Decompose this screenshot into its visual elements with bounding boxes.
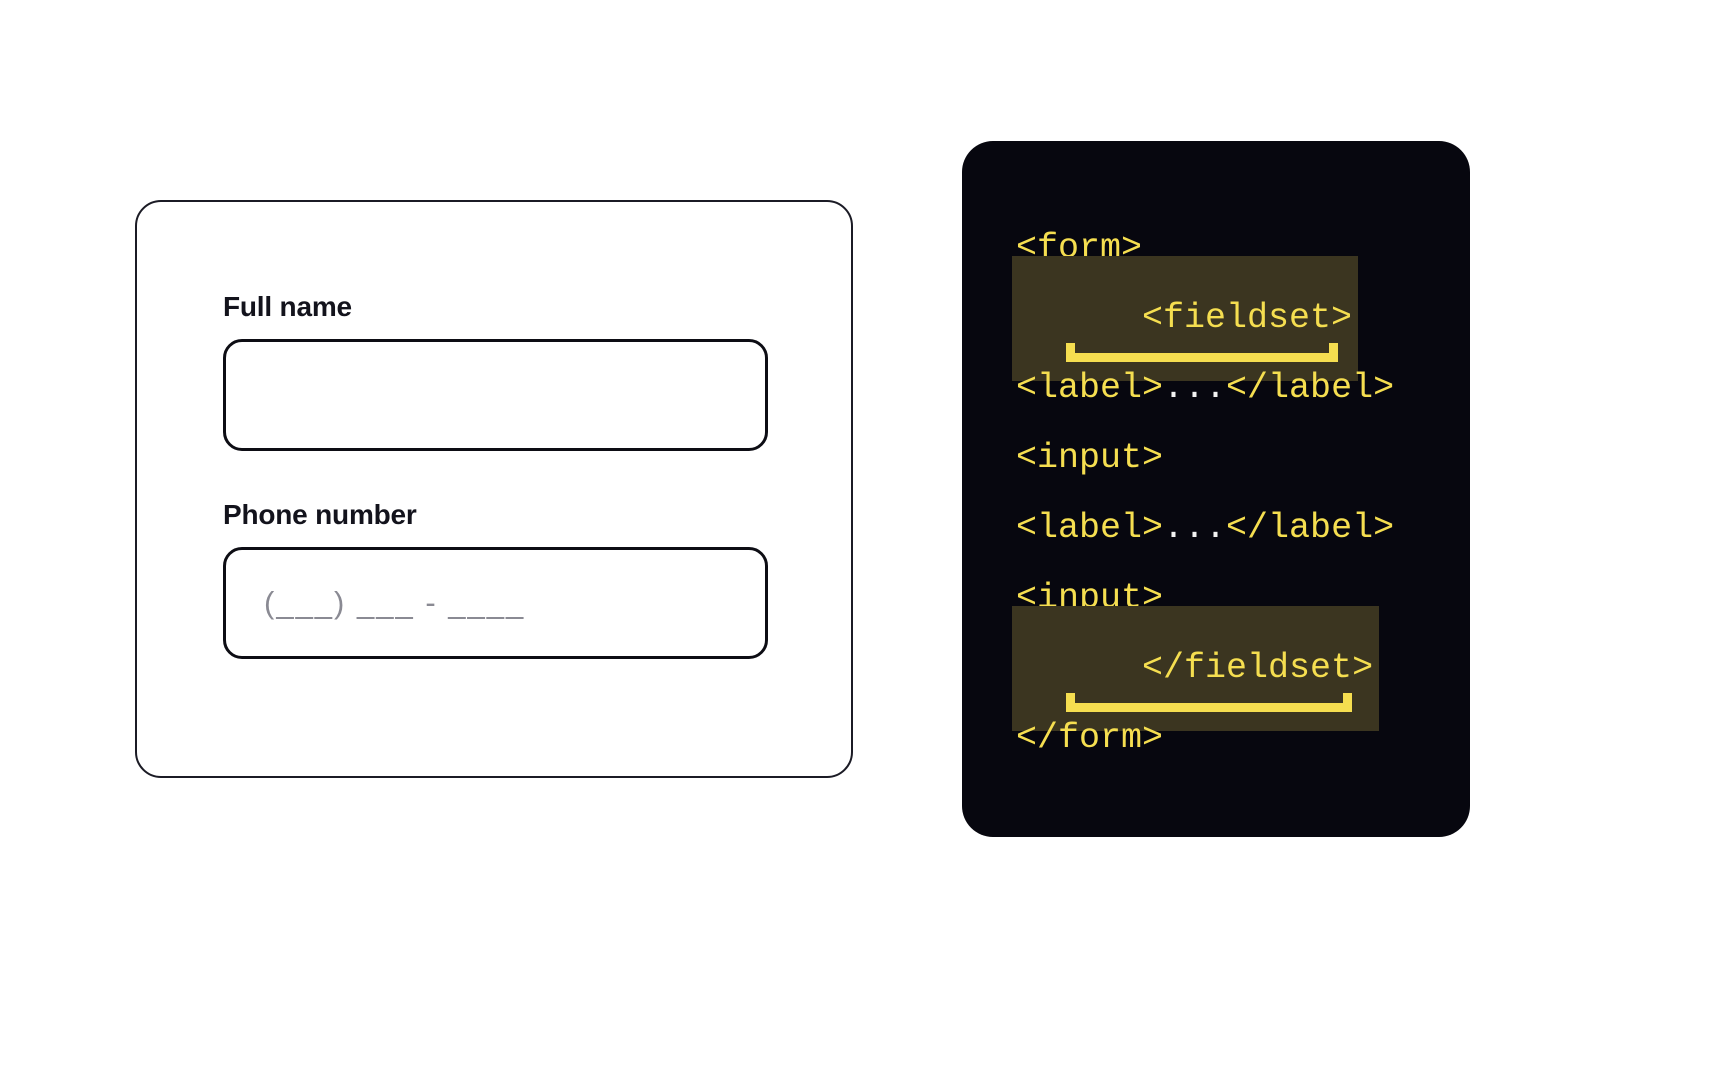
code-token-label-close-2: </label> (1226, 507, 1395, 548)
code-snippet-panel: <form> <fieldset> <label>...</label> <in… (962, 141, 1470, 837)
code-token-label-open-1: <label> (1016, 367, 1164, 408)
code-token-input-1: <input> (1016, 437, 1164, 478)
code-token-ellipsis-2: ... (1163, 507, 1227, 548)
code-token-form-close: </form> (1016, 717, 1164, 758)
code-line-label-1: <label>...</label> (1016, 353, 1470, 423)
field-group-fullname: Full name (223, 291, 768, 451)
code-token-label-open-2: <label> (1016, 507, 1164, 548)
code-token-ellipsis-1: ... (1163, 367, 1227, 408)
input-phone-number-placeholder: (___) ___ - ____ (264, 584, 526, 620)
code-token-fieldset-close: </fieldset> (1142, 647, 1374, 688)
field-group-phone: Phone number (___) ___ - ____ (223, 499, 768, 659)
input-phone-number[interactable]: (___) ___ - ____ (223, 546, 768, 659)
label-phone-number: Phone number (223, 499, 417, 530)
code-line-fieldset-open: <fieldset> (1012, 255, 1470, 381)
code-line-fieldset-close: </fieldset> (1012, 605, 1470, 731)
form-preview-card: Full name Phone number (___) ___ - ____ (135, 200, 853, 778)
code-token-label-close-1: </label> (1226, 367, 1395, 408)
code-line-input-1: <input> (1016, 423, 1470, 493)
code-line-form-close: </form> (1016, 703, 1470, 773)
label-full-name: Full name (223, 291, 352, 322)
input-full-name[interactable] (223, 338, 768, 451)
code-token-fieldset-open: <fieldset> (1142, 297, 1353, 338)
code-line-label-2: <label>...</label> (1016, 493, 1470, 563)
